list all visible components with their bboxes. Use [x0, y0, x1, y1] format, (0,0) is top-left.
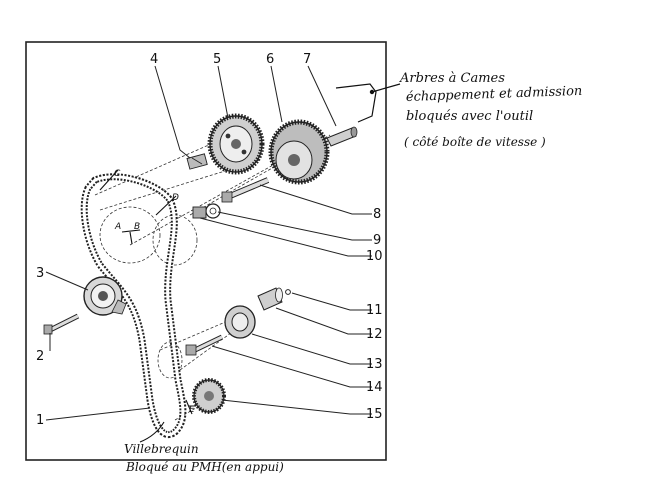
callout-5: 5 [213, 52, 221, 67]
callout-3: 3 [36, 266, 44, 281]
camshaft-note-line1: Arbres à Cames [399, 71, 505, 86]
callout-8: 8 [373, 207, 381, 222]
clip-11 [285, 289, 291, 295]
annotation-bracket [335, 83, 401, 123]
callout-6: 6 [266, 52, 274, 67]
sketch-letter-d: D [172, 193, 179, 203]
callout-7: 7 [303, 52, 311, 67]
tensioner-bolt [43, 313, 80, 335]
camshaft-note-line2: échappement et admission [406, 84, 583, 105]
crankshaft-note-line1: Villebrequin [124, 442, 199, 456]
camshaft-note-line4: ( côté boîte de vitesse ) [404, 135, 546, 149]
callout-10: 10 [366, 249, 383, 264]
sketch-letter-e: E [189, 405, 195, 415]
crankshaft-note-line2: Bloqué au PMH(en appui) [125, 460, 284, 474]
timing-belt-inner [82, 175, 185, 437]
diagram-frame [25, 41, 387, 461]
spacer-12 [257, 287, 283, 311]
leader-lines [45, 65, 372, 421]
cap-7 [326, 126, 358, 147]
callout-12: 12 [366, 327, 383, 342]
sketch-letter-c: C [114, 169, 121, 179]
crankshaft-sprocket-15 [192, 378, 226, 414]
callout-15: 15 [366, 407, 383, 422]
camshaft-sprocket-5 [207, 113, 265, 175]
callout-14: 14 [366, 380, 383, 395]
callout-2: 2 [36, 349, 44, 364]
alignment-dashed-lines [94, 134, 331, 421]
callout-9: 9 [373, 233, 381, 248]
camshaft-bolt-4 [186, 153, 208, 170]
phaser-bolt-8 [221, 177, 270, 203]
callout-11: 11 [366, 303, 383, 318]
callout-1: 1 [36, 413, 44, 428]
handwritten-sketch-marks [99, 169, 196, 443]
idler-pulley-13 [224, 305, 256, 339]
nut-10 [192, 206, 207, 219]
callout-13: 13 [366, 357, 383, 372]
idler-bolt-14 [185, 334, 224, 356]
camshaft-note-line3: bloqués avec l'outil [406, 109, 533, 124]
washer-9 [205, 203, 221, 219]
tensioner-pulley [83, 276, 127, 316]
camshaft-phaser-6 [268, 119, 330, 185]
sketch-letter-b: B [134, 222, 140, 232]
callout-4: 4 [150, 52, 158, 67]
sketch-letter-a: A [114, 222, 121, 232]
